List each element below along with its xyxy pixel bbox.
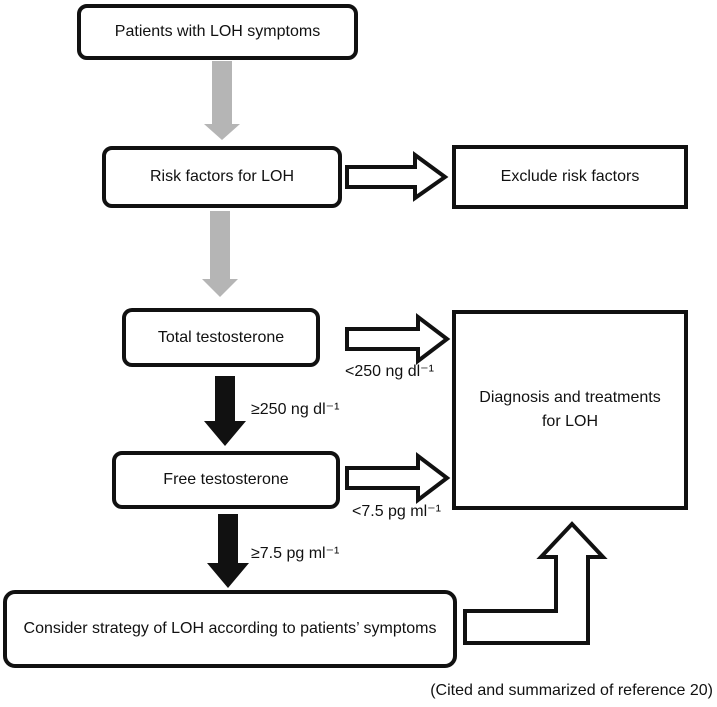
figure-citation-caption: (Cited and summarized of reference 20) <box>430 682 713 699</box>
hollow-arrow-free-to-diagnosis-icon <box>345 451 451 505</box>
gray-arrow-patients-to-risk-icon <box>204 61 240 140</box>
node-patients-label: Patients with LOH symptoms <box>114 23 321 40</box>
edge-label-free-above-threshold: ≥7.5 pg ml⁻¹ <box>251 545 340 562</box>
node-diagnosis-label-line2: for LOH <box>541 413 598 430</box>
hollow-arrow-total-to-diagnosis-icon <box>345 312 451 366</box>
black-arrow-free-to-consider-icon <box>207 514 249 588</box>
node-risk-factors-label: Risk factors for LOH <box>149 168 295 185</box>
node-free-testosterone: Free testosterone <box>112 451 340 509</box>
node-exclude-risk-factors: Exclude risk factors <box>452 145 688 209</box>
node-consider-strategy-label: Consider strategy of LOH according to pa… <box>23 620 437 637</box>
black-arrow-total-to-free-icon <box>204 376 246 446</box>
edge-label-free-below-threshold: <7.5 pg ml⁻¹ <box>352 503 441 520</box>
node-patients-with-loh-symptoms: Patients with LOH symptoms <box>77 4 358 60</box>
node-diagnosis-label-line1: Diagnosis and treatments <box>479 389 661 406</box>
node-exclude-risk-factors-label: Exclude risk factors <box>500 168 640 185</box>
gray-arrow-risk-to-total-icon <box>202 211 238 297</box>
hollow-arrow-risk-to-exclude-icon <box>345 151 449 202</box>
node-free-testosterone-label: Free testosterone <box>163 471 289 488</box>
node-diagnosis-and-treatments: Diagnosis and treatments for LOH <box>452 310 688 510</box>
elbow-arrow-consider-to-diagnosis-icon <box>463 521 608 645</box>
node-risk-factors-for-loh: Risk factors for LOH <box>102 146 342 208</box>
edge-label-total-above-threshold: ≥250 ng dl⁻¹ <box>251 401 340 418</box>
node-total-testosterone: Total testosterone <box>122 308 320 367</box>
node-total-testosterone-label: Total testosterone <box>157 328 285 346</box>
node-consider-strategy: Consider strategy of LOH according to pa… <box>3 590 457 668</box>
edge-label-total-below-threshold: <250 ng dl⁻¹ <box>345 363 434 380</box>
